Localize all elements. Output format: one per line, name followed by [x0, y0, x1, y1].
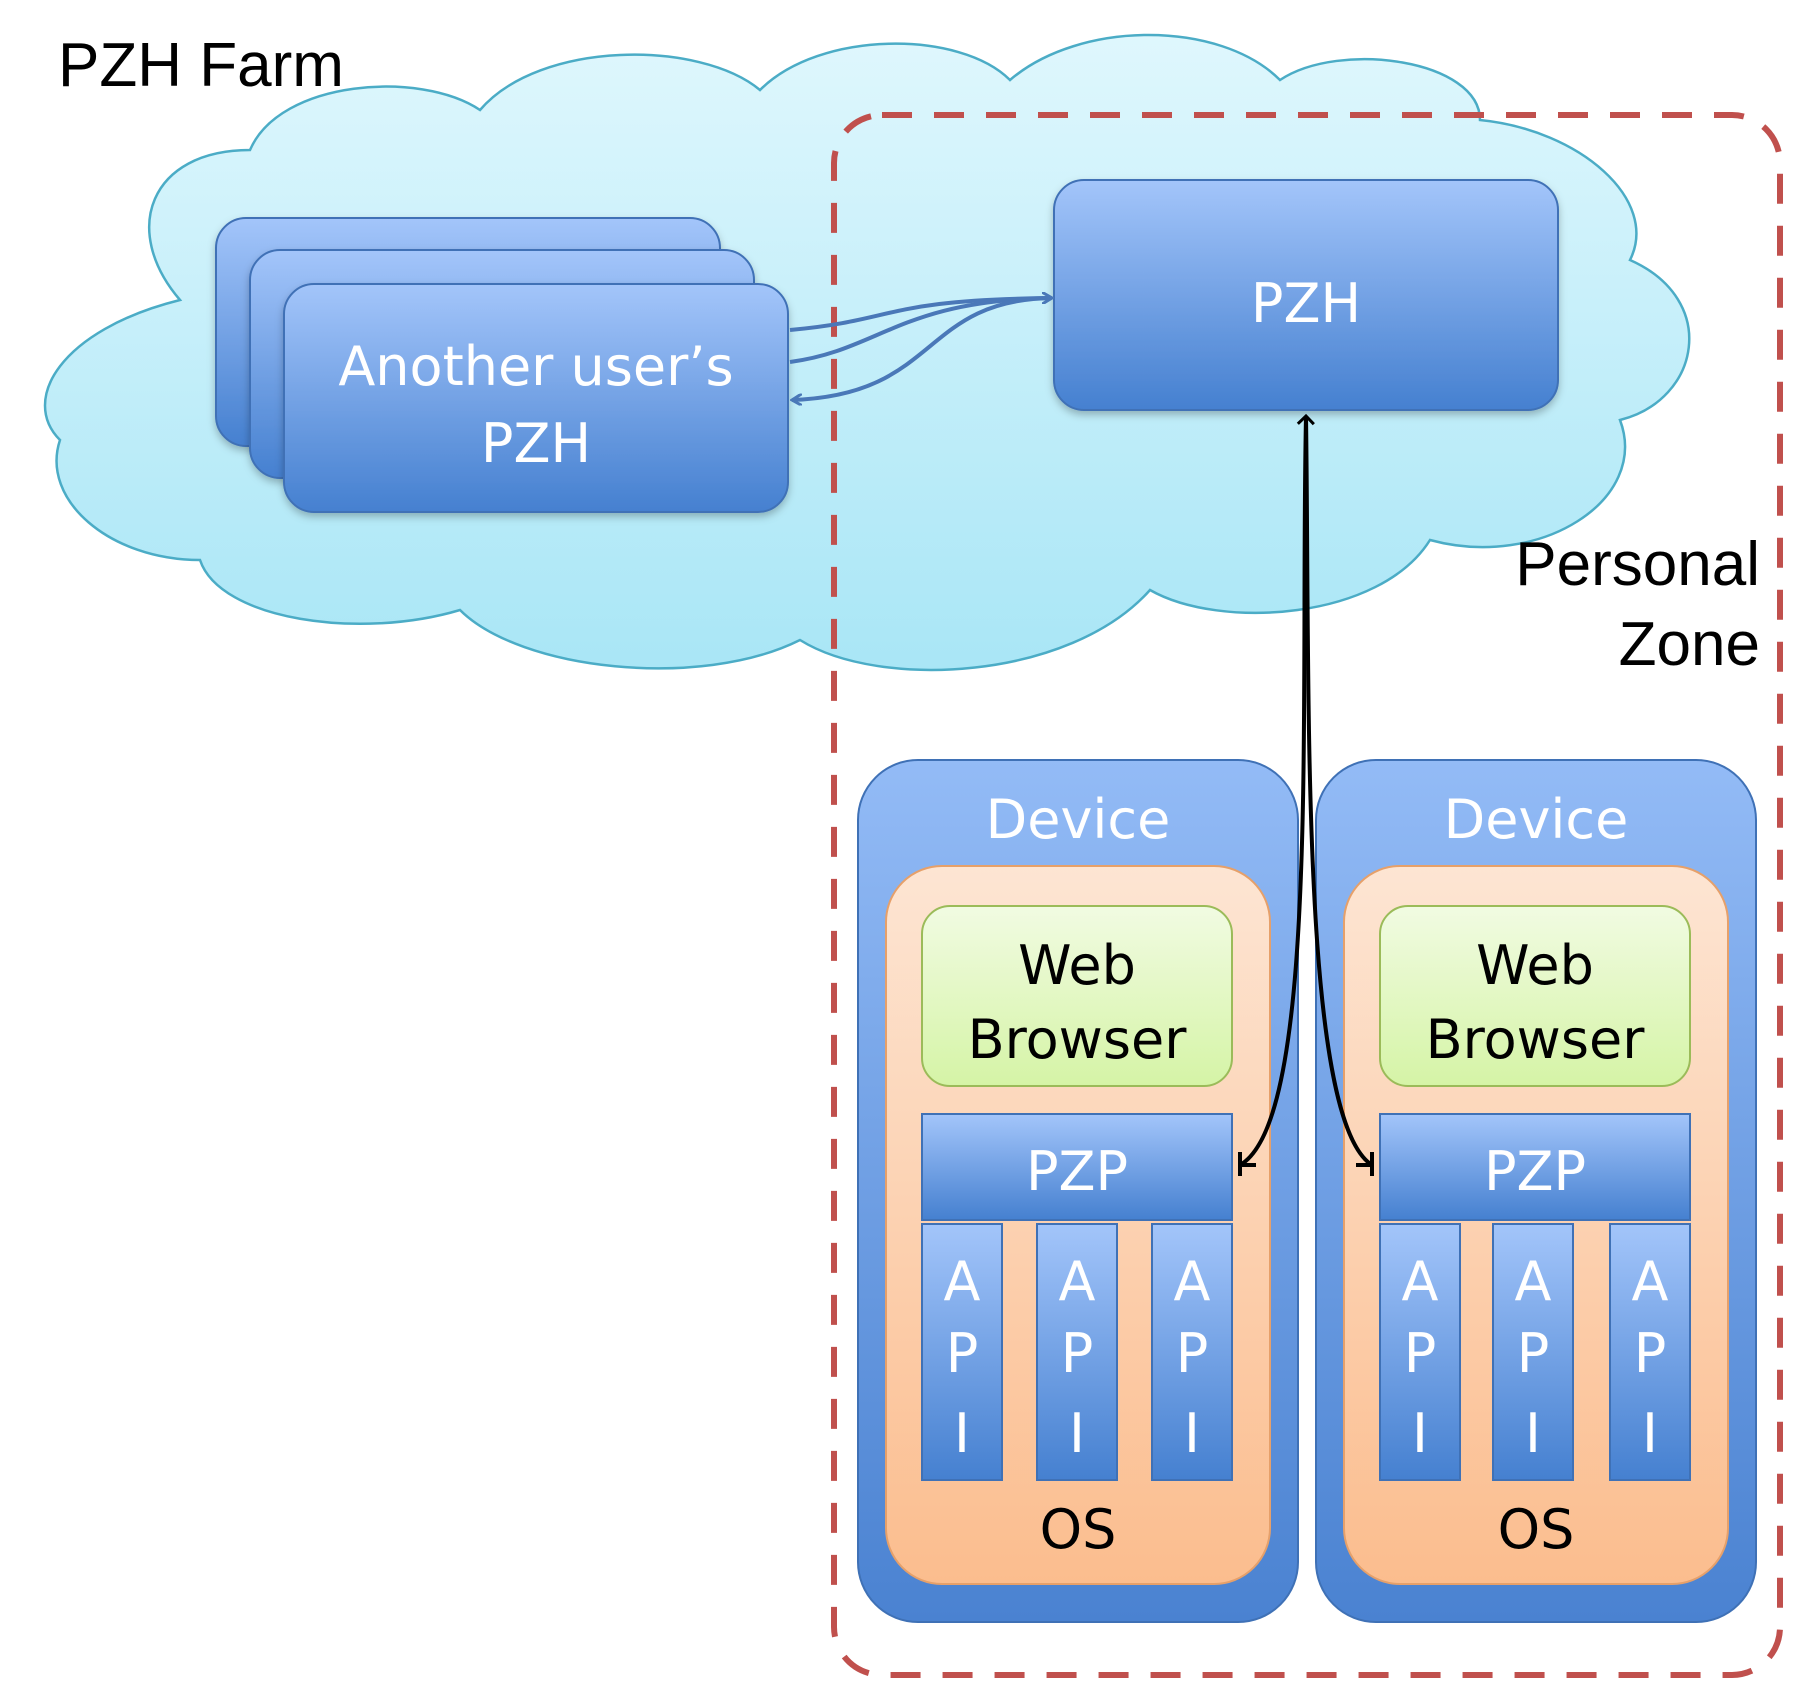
farm-title: PZH Farm	[58, 31, 344, 100]
other-pzh-stack: Another user’s PZH	[215, 217, 789, 513]
api-letter-i: I	[1412, 1402, 1428, 1465]
api-letter-p: P	[1517, 1322, 1550, 1385]
personal-zone-boundary	[831, 112, 1783, 1678]
zone-label-line2: Zone	[1619, 610, 1760, 679]
pzp-pzh-connectors	[1238, 413, 1374, 1176]
pzp-box	[1379, 1113, 1691, 1221]
zone-label-line1: Personal	[1515, 530, 1760, 599]
device-title: Device	[1444, 788, 1629, 851]
api-letter-a: A	[1059, 1250, 1096, 1313]
api-column-1: A P I	[921, 1223, 1003, 1481]
api-column-3: A P I	[1151, 1223, 1233, 1481]
api-letter-i: I	[954, 1402, 970, 1465]
pzh-label: PZH	[1251, 272, 1361, 335]
personal-zone-label: Personal Zone	[1515, 530, 1760, 679]
api-column-1: A P I	[1379, 1223, 1461, 1481]
pzp-label: PZP	[1026, 1140, 1128, 1203]
web-browser-line1: Web	[1018, 934, 1136, 997]
api-letter-i: I	[1642, 1402, 1658, 1465]
api-letter-p: P	[1634, 1322, 1667, 1385]
connector-right-cap	[1356, 1152, 1374, 1176]
api-letter-i: I	[1525, 1402, 1541, 1465]
other-pzh-card-front	[283, 283, 789, 513]
web-browser-box	[1379, 905, 1691, 1087]
connector-left-device	[1239, 413, 1315, 1167]
device-left: Device Web Browser PZP A P I A P I A P I…	[857, 759, 1299, 1623]
connector-right-device	[1304, 415, 1374, 1167]
device-right: Device Web Browser PZP A P I A P I A P I…	[1315, 759, 1757, 1623]
connector-left-cap	[1238, 1152, 1256, 1176]
web-browser-box	[921, 905, 1233, 1087]
api-letter-p: P	[1176, 1322, 1209, 1385]
peer-connector-2	[789, 296, 1053, 364]
os-label: OS	[1498, 1498, 1575, 1561]
pzh-node: PZH	[1053, 179, 1559, 411]
pzh-peer-connectors	[789, 296, 1053, 400]
api-column-2: A P I	[1036, 1223, 1118, 1481]
device-title: Device	[986, 788, 1171, 851]
other-pzh-label-line1: Another user’s	[338, 335, 733, 398]
api-letter-a: A	[1515, 1250, 1552, 1313]
web-browser-line2: Browser	[1426, 1008, 1646, 1071]
api-letter-a: A	[1402, 1250, 1439, 1313]
api-letter-a: A	[1632, 1250, 1669, 1313]
api-letter-i: I	[1069, 1402, 1085, 1465]
pzp-label: PZP	[1484, 1140, 1586, 1203]
web-browser-line2: Browser	[968, 1008, 1188, 1071]
api-letter-p: P	[1404, 1322, 1437, 1385]
other-pzh-label-line2: PZH	[481, 412, 591, 475]
api-letter-a: A	[944, 1250, 981, 1313]
api-letter-a: A	[1174, 1250, 1211, 1313]
peer-connector-3	[792, 296, 1053, 400]
web-browser-line1: Web	[1476, 934, 1594, 997]
api-letter-p: P	[946, 1322, 979, 1385]
api-letter-p: P	[1061, 1322, 1094, 1385]
api-column-2: A P I	[1492, 1223, 1574, 1481]
api-column-3: A P I	[1609, 1223, 1691, 1481]
api-letter-i: I	[1184, 1402, 1200, 1465]
pzp-box	[921, 1113, 1233, 1221]
os-label: OS	[1040, 1498, 1117, 1561]
